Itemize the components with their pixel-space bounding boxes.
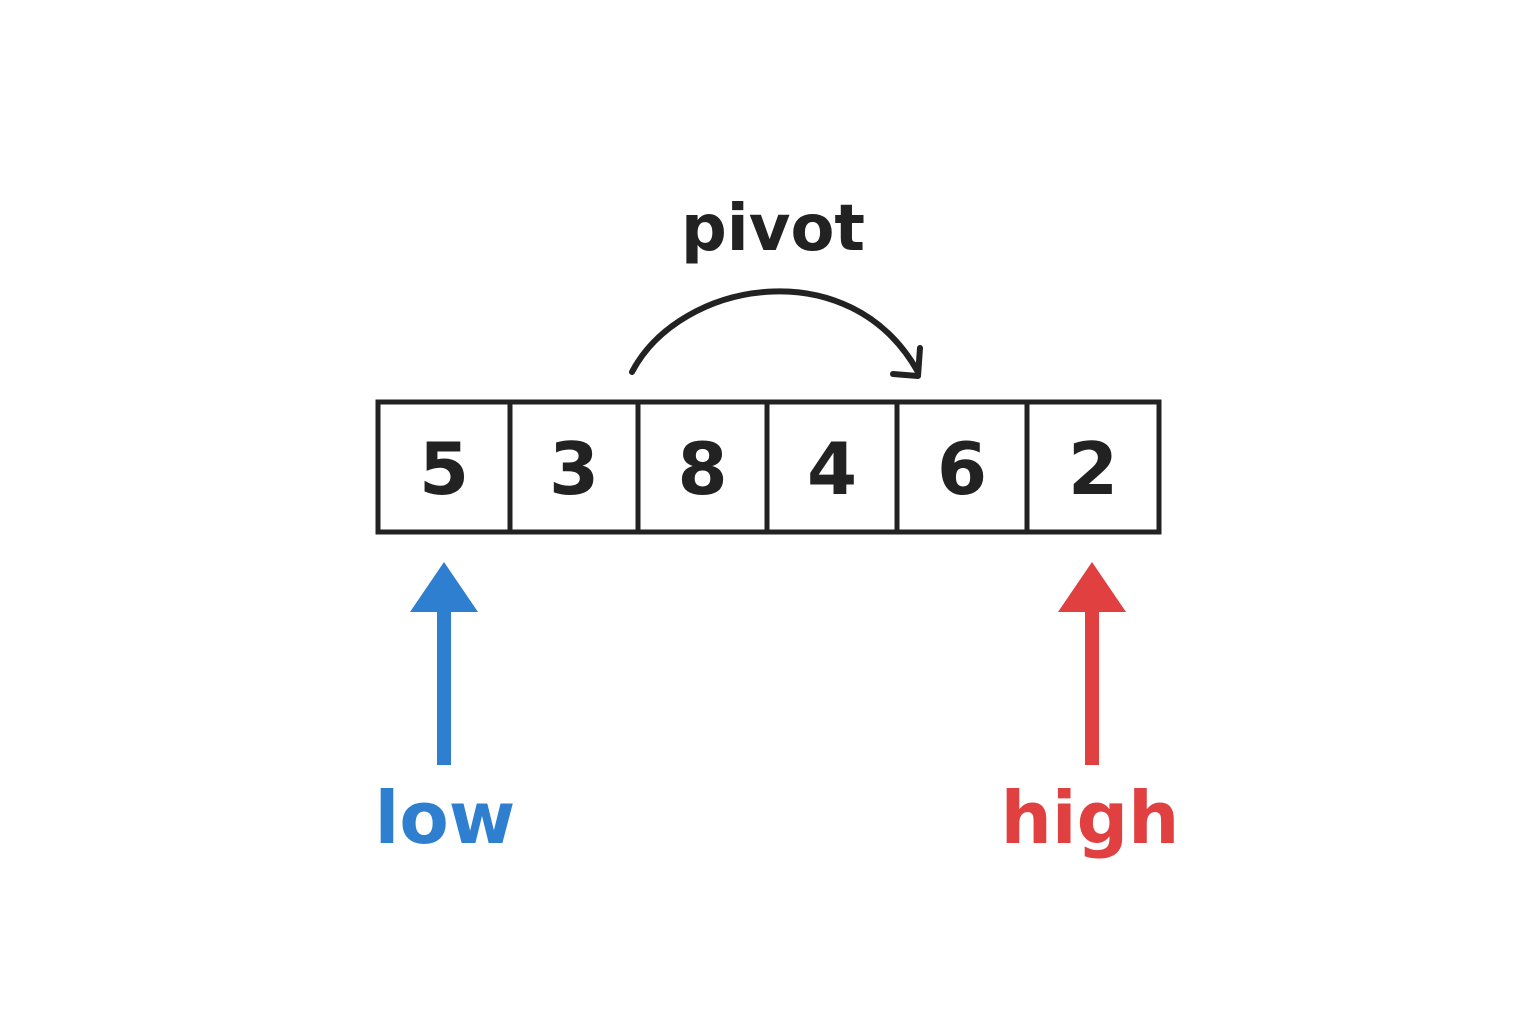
pivot-curve-arrowhead: [890, 345, 923, 379]
array-cell: 6: [894, 399, 1030, 535]
array-cell-box: [507, 399, 641, 535]
array-cell: 3: [507, 399, 641, 535]
pivot-label: pivot: [681, 192, 865, 266]
array-cell: 4: [764, 399, 900, 535]
pivot-curve-arrow: [629, 288, 923, 379]
array-cell-value: 4: [807, 427, 857, 511]
low-pointer: low: [375, 562, 516, 860]
array-cell: 5: [375, 399, 513, 535]
array-cell: 2: [1024, 399, 1162, 535]
low-label: low: [375, 776, 516, 860]
array-cell: 8: [635, 399, 770, 535]
pivot-curve: [629, 288, 921, 375]
high-pointer: high: [1001, 562, 1180, 860]
array-cell-value: 3: [549, 427, 599, 511]
high-arrow-head: [1058, 562, 1126, 612]
array-cell-value: 6: [937, 427, 987, 511]
array-cell-box: [1024, 399, 1162, 535]
low-arrow-shaft: [437, 600, 451, 765]
high-label: high: [1001, 776, 1180, 860]
array-cell-value: 2: [1068, 427, 1118, 511]
low-arrow-head: [410, 562, 478, 612]
array-cell-value: 8: [677, 427, 727, 511]
high-arrow-shaft: [1085, 600, 1099, 765]
array-cell-value: 5: [419, 427, 469, 511]
array-cell-box: [635, 399, 770, 535]
